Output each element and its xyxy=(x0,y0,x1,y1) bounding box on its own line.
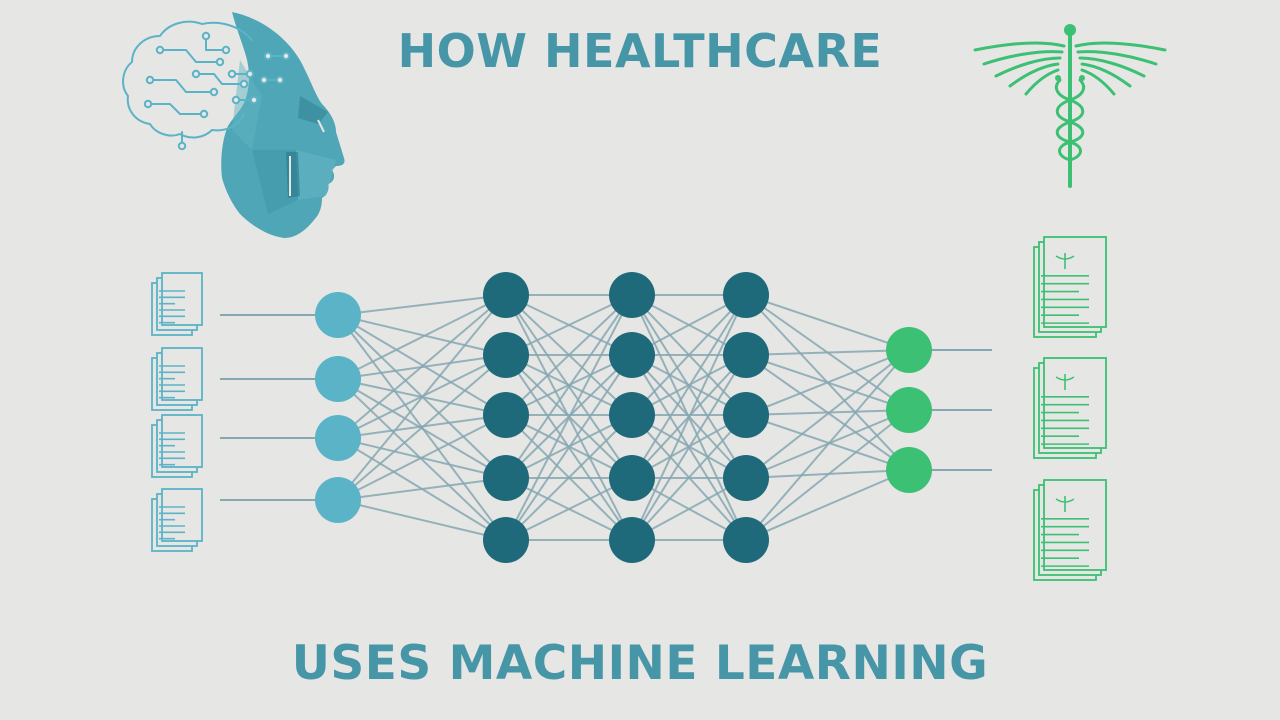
network-edge xyxy=(505,294,633,541)
document-sheet xyxy=(161,488,203,542)
document-stack-icon xyxy=(151,414,203,478)
hidden-node xyxy=(609,392,655,438)
network-edge xyxy=(631,414,747,541)
hidden-node xyxy=(609,332,655,378)
network-edge xyxy=(337,314,507,416)
network-edge xyxy=(505,477,633,541)
network-edge xyxy=(337,294,507,316)
network-edge xyxy=(745,294,910,351)
network-edge xyxy=(631,354,747,541)
network-edge xyxy=(745,349,910,356)
document-sheet xyxy=(1043,479,1107,571)
output-node xyxy=(886,447,932,493)
hidden-node xyxy=(723,392,769,438)
title-line-1: HOW HEALTHCARE xyxy=(397,24,883,78)
network-edge xyxy=(745,409,910,541)
network-edge xyxy=(337,294,507,501)
network-edge xyxy=(505,294,633,479)
network-edge xyxy=(745,349,910,541)
input-node xyxy=(315,415,361,461)
document-stack-icon xyxy=(151,488,203,552)
network-edge xyxy=(631,294,747,541)
network-edge xyxy=(337,414,507,501)
output-node xyxy=(886,327,932,373)
hidden-node xyxy=(483,455,529,501)
medical-record-stack-icon xyxy=(1033,357,1107,459)
hidden-node xyxy=(723,272,769,318)
medical-record-stack-icon xyxy=(1033,236,1107,338)
input-node xyxy=(315,292,361,338)
network-edge xyxy=(337,294,507,439)
network-edge xyxy=(745,349,910,416)
network-edge xyxy=(337,477,507,501)
network-edge xyxy=(337,378,507,541)
network-edge xyxy=(505,414,633,541)
hidden-node xyxy=(483,332,529,378)
network-edge xyxy=(337,499,507,541)
document-caduceus-wings xyxy=(1055,376,1075,381)
document-sheet xyxy=(1043,236,1107,328)
hidden-node xyxy=(723,455,769,501)
input-documents xyxy=(151,272,203,552)
hidden-node xyxy=(609,517,655,563)
document-sheet xyxy=(161,347,203,401)
network-edge xyxy=(631,294,747,479)
network-edge xyxy=(745,414,910,471)
document-stack-icon xyxy=(151,272,203,336)
network-edges xyxy=(337,294,910,541)
document-sheet xyxy=(161,272,203,326)
document-caduceus-wings xyxy=(1055,255,1075,260)
network-edge xyxy=(337,354,507,501)
hidden-node xyxy=(723,517,769,563)
input-node xyxy=(315,477,361,523)
hidden-node xyxy=(609,455,655,501)
document-stack-icon xyxy=(151,347,203,411)
network-edge xyxy=(337,294,507,380)
hidden-node xyxy=(483,392,529,438)
network-edge xyxy=(631,294,747,416)
caduceus-icon xyxy=(973,24,1167,188)
document-sheet xyxy=(161,414,203,468)
network-edge xyxy=(337,314,507,356)
hidden-node xyxy=(723,332,769,378)
input-node xyxy=(315,356,361,402)
network-edge xyxy=(745,409,910,416)
hidden-node xyxy=(483,517,529,563)
network-nodes xyxy=(315,272,932,563)
network-edge xyxy=(505,294,633,356)
document-caduceus-wings xyxy=(1055,498,1075,503)
network-edge xyxy=(505,354,633,541)
document-sheet xyxy=(1043,357,1107,449)
network-edge xyxy=(505,294,633,416)
output-node xyxy=(886,387,932,433)
ai-head-circuit-brain-icon xyxy=(122,12,345,238)
network-edge xyxy=(745,469,910,541)
medical-record-stack-icon xyxy=(1033,479,1107,581)
hidden-node xyxy=(609,272,655,318)
title-line-2: USES MACHINE LEARNING xyxy=(291,636,989,691)
network-edge xyxy=(745,349,910,479)
hidden-node xyxy=(483,272,529,318)
output-documents xyxy=(1033,236,1107,581)
